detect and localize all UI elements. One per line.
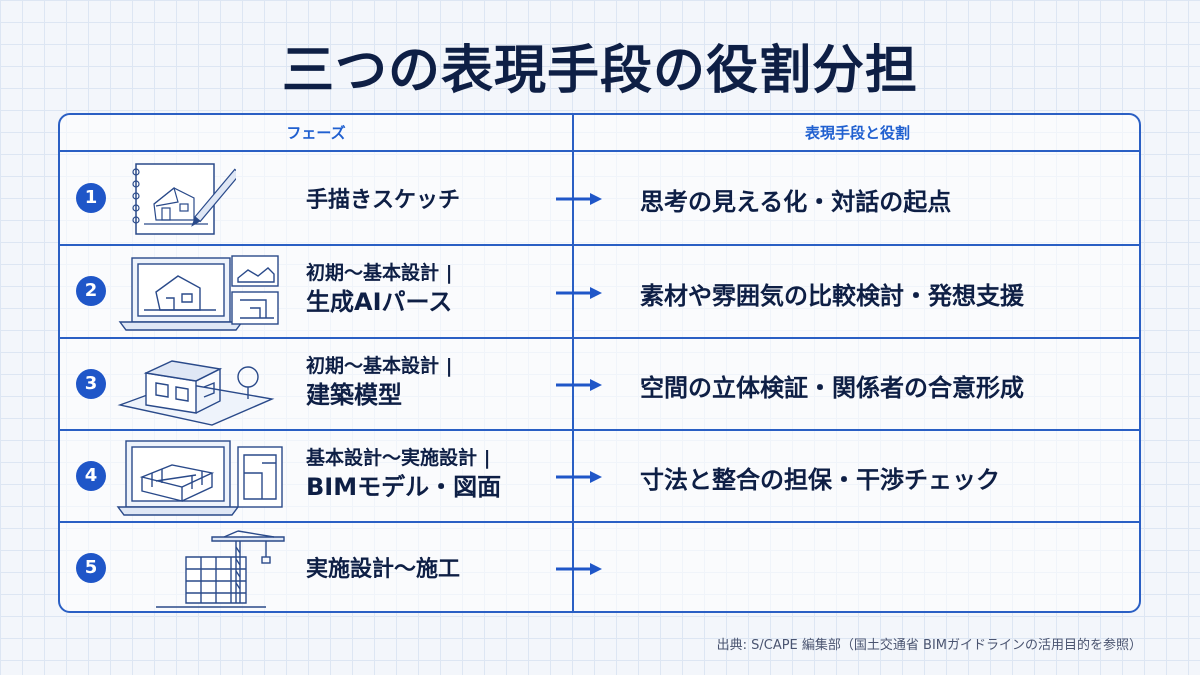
table-row: 2 初期〜基本設計 | 生成AIパース 素材や雰囲気の比較検討・発想支援 (60, 246, 1139, 339)
role-text: 空間の立体検証・関係者の合意形成 (640, 374, 1024, 402)
arrow-right-icon (556, 563, 602, 575)
source-note: 出典: S/CAPE 編集部（国土交通省 BIMガイドラインの活用目的を参照） (716, 638, 1142, 653)
phase-label: 基本設計〜実施設計 | BIMモデル・図面 (306, 447, 502, 501)
laptop-render-icon (118, 255, 279, 331)
role-text: 思考の見える化・対話の起点 (640, 188, 952, 216)
phase-label: 初期〜基本設計 | 生成AIパース (306, 262, 453, 316)
role-text: 素材や雰囲気の比較検討・発想支援 (640, 282, 1024, 310)
role-text: 寸法と整合の担保・干渉チェック (640, 466, 1000, 494)
step-number-badge: 3 (76, 369, 106, 399)
architectural-model-icon (117, 360, 275, 426)
table-row: 5 実施設計〜施工 (60, 523, 1139, 611)
arrow-right-icon (556, 193, 602, 205)
table-row: 4 基本設計〜実施設計 | BIMモデル・図面 寸法と整合の担保・干渉チェック (60, 431, 1139, 523)
table-row: 3 初期〜基本設計 | 建築模型 空間の立体検証・関係者の合意形成 (60, 339, 1139, 431)
sketchbook-house-icon (132, 163, 236, 235)
arrow-right-icon (556, 287, 602, 299)
construction-crane-icon (156, 530, 285, 608)
phase-label: 初期〜基本設計 | 建築模型 (306, 355, 453, 409)
role-column-header: 表現手段と役割 (804, 124, 910, 142)
step-number-badge: 5 (76, 553, 106, 583)
phase-label: 手描きスケッチ (306, 188, 461, 213)
step-number-badge: 1 (76, 183, 106, 213)
step-number-badge: 4 (76, 461, 106, 491)
step-number-badge: 2 (76, 276, 106, 306)
column-divider (572, 115, 574, 611)
page-title: 三つの表現手段の役割分担 (281, 41, 918, 101)
phase-column-header: フェーズ (286, 124, 346, 142)
table-row: 1 手描きスケッチ 思考の見える化・対話の起点 (60, 152, 1139, 246)
bim-laptop-drawing-icon (116, 440, 283, 516)
phase-label: 実施設計〜施工 (306, 557, 461, 582)
table-header: フェーズ 表現手段と役割 (60, 115, 1139, 152)
arrow-right-icon (556, 471, 602, 483)
role-table: フェーズ 表現手段と役割 1 手描きスケッチ (58, 113, 1141, 613)
arrow-right-icon (556, 379, 602, 391)
